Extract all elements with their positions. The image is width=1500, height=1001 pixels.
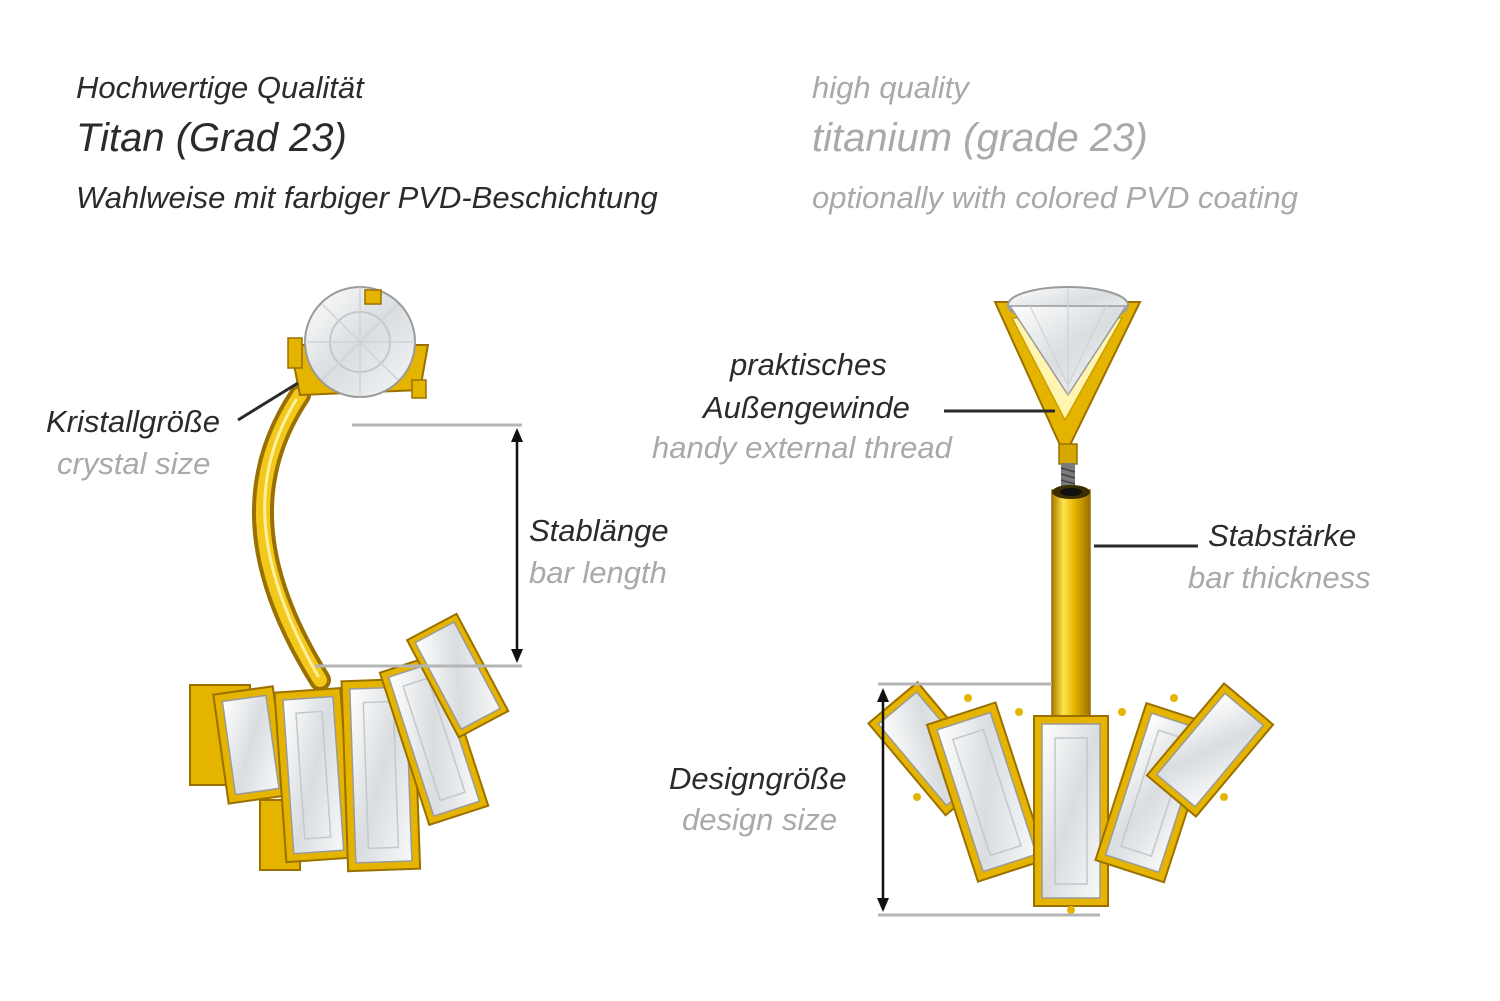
crystal-size-pointer: [237, 381, 299, 422]
header-material-de: Titan (Grad 23): [76, 116, 347, 160]
straight-bar: [1051, 485, 1091, 721]
header-coating-de: Wahlweise mit farbiger PVD-Beschichtung: [76, 180, 658, 215]
thread-label-en: handy external thread: [652, 430, 952, 465]
bar-length-label-en: bar length: [529, 555, 667, 590]
bar-length-arrow: [511, 428, 523, 663]
threaded-top: [993, 286, 1142, 493]
baguette-fan-left: [189, 612, 510, 873]
crystal-size-label-en: crystal size: [57, 446, 211, 481]
header-quality-en: high quality: [812, 70, 969, 105]
thread-label-de-line1: praktisches: [730, 347, 887, 382]
design-size-arrow: [877, 688, 889, 912]
bar-length-label-de: Stablänge: [529, 513, 669, 548]
baguette-fan-right: [867, 680, 1275, 914]
bar-thickness-label-en: bar thickness: [1188, 560, 1371, 595]
header-coating-en: optionally with colored PVD coating: [812, 180, 1298, 215]
header-quality-de: Hochwertige Qualität: [76, 70, 364, 105]
bar-thickness-label-de: Stabstärke: [1208, 518, 1357, 553]
design-size-label-en: design size: [682, 802, 838, 837]
design-size-label-de: Designgröße: [669, 761, 847, 796]
round-crystal: [287, 286, 430, 399]
left-jewel: [189, 286, 510, 873]
header-material-en: titanium (grade 23): [812, 116, 1148, 160]
thread-label-de-line2: Außengewinde: [703, 390, 910, 425]
crystal-size-label-de: Kristallgröße: [46, 404, 220, 439]
